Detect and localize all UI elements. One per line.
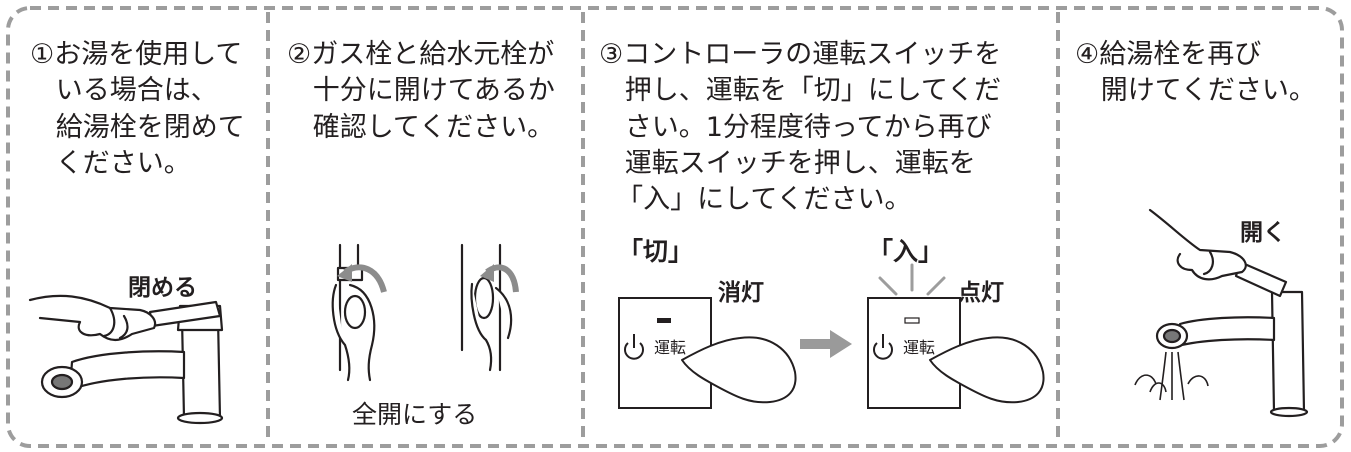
step-1-line-2: いる場合は、 — [30, 75, 218, 106]
lamp-off — [657, 318, 671, 323]
lamp-on — [904, 317, 920, 324]
switch-on-label: 運転 — [903, 338, 936, 357]
water-stream — [1134, 351, 1209, 401]
full-open-caption: 全開にする — [352, 400, 478, 429]
power-icon — [624, 334, 893, 360]
step-2-line-1: ②ガス栓と給水元栓が — [287, 39, 555, 70]
close-label: 閉める — [128, 275, 197, 301]
step-4-line-1: ④給湯栓を再び — [1075, 39, 1262, 70]
step-3-line-2: 押し、運転を「切」にしてくだ — [599, 75, 1002, 106]
on-state-label: 「入」 — [868, 237, 944, 266]
off-state-label: 「切」 — [618, 237, 694, 266]
lamp-on-label: 点灯 — [958, 280, 1004, 306]
step-3-line-1: ③コントローラの運転スイッチを — [599, 39, 1002, 70]
step-1-line-4: ください。 — [30, 148, 191, 179]
arrow-right-icon — [800, 330, 852, 358]
step-2-line-2: 十分に開けてあるか — [287, 75, 555, 106]
step-1-line-3: 給湯栓を閉めて — [30, 112, 245, 143]
controller-switch-illustration — [618, 263, 1045, 409]
gas-valve-illustration — [331, 243, 519, 382]
step-3-line-3: さい。1分程度待ってから再び — [599, 112, 992, 143]
open-label: 開く — [1240, 220, 1286, 246]
step-2-line-3: 確認してください。 — [287, 112, 555, 143]
step-1-line-1: ①お湯を使用して — [30, 39, 243, 70]
lamp-off-label: 消灯 — [718, 280, 764, 306]
switch-off-label: 運転 — [654, 338, 687, 357]
step-4-line-2: 開けてください。 — [1075, 75, 1316, 106]
step-3-line-5: 「入」にしてください。 — [599, 184, 912, 215]
faucet-close-illustration — [28, 294, 224, 425]
step-3-line-4: 運転スイッチを押し、運転を — [599, 148, 976, 179]
light-rays — [878, 263, 946, 296]
